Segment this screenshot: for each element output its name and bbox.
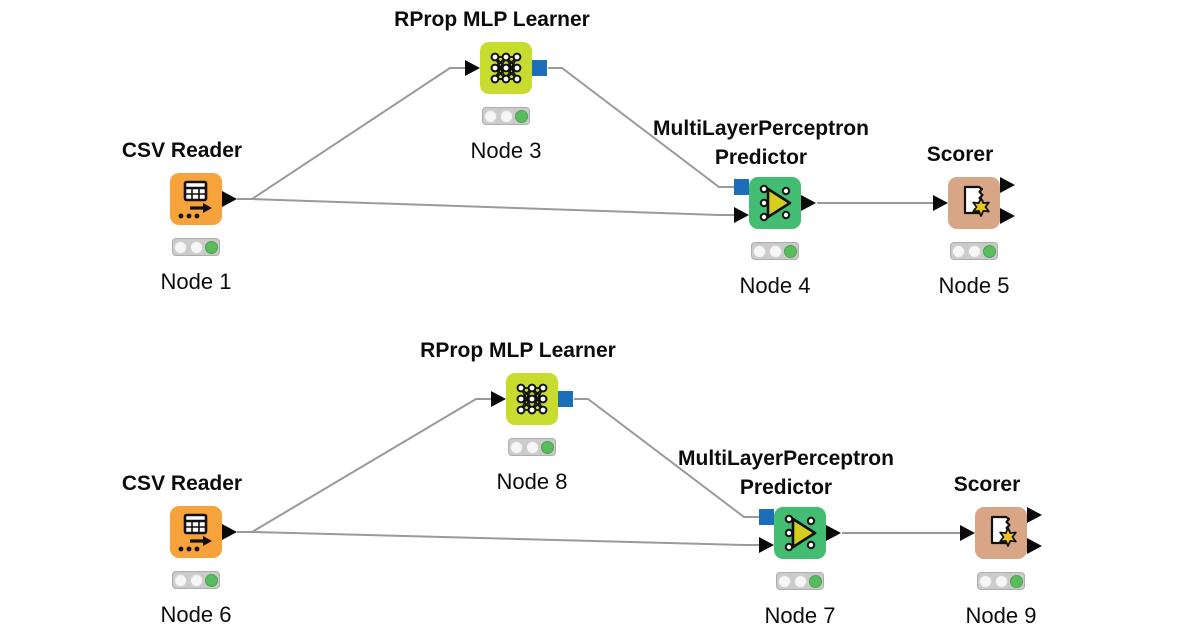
neural-network-icon	[516, 383, 548, 415]
input-port-data[interactable]	[960, 525, 975, 541]
status-light-red	[753, 244, 766, 258]
predictor-node-body[interactable]	[749, 177, 801, 229]
csv-reader-node-body[interactable]	[170, 173, 222, 225]
output-port-data-2[interactable]	[1000, 208, 1015, 224]
status-traffic-light	[482, 107, 530, 125]
status-light-green	[205, 573, 218, 587]
status-light-yellow	[967, 244, 981, 258]
scorer-node-body[interactable]	[948, 177, 1000, 229]
input-port-data[interactable]	[491, 391, 506, 407]
csv-table-icon	[178, 180, 212, 219]
node-title: Scorer	[926, 143, 994, 166]
output-port-data[interactable]	[801, 195, 816, 211]
scorer-document-star-icon	[990, 515, 1017, 547]
node-label: Node 9	[965, 603, 1037, 628]
output-port-data[interactable]	[826, 525, 841, 541]
node-rprop-mlp-learner-8[interactable]: RProp MLP Learner	[420, 340, 616, 494]
node-label: Node 3	[470, 138, 542, 163]
connection-node6-node7[interactable]	[237, 531, 759, 546]
status-light-red	[979, 574, 992, 588]
status-traffic-light	[950, 242, 998, 260]
status-light-red	[174, 573, 187, 587]
node-mlp-predictor-4[interactable]: MultiLayerPerceptron Predictor Node 4	[653, 117, 869, 297]
csv-reader-node-body[interactable]	[170, 506, 222, 558]
input-port-data[interactable]	[759, 537, 774, 553]
input-port-data[interactable]	[734, 207, 749, 223]
status-traffic-light	[977, 572, 1025, 590]
status-traffic-light	[172, 238, 220, 256]
input-port-data[interactable]	[933, 195, 948, 211]
status-light-red	[174, 240, 187, 254]
connection-node1-node4[interactable]	[237, 198, 734, 216]
status-traffic-light	[508, 438, 556, 456]
status-light-red	[778, 574, 791, 588]
status-light-red	[952, 244, 965, 258]
input-port-model[interactable]	[734, 179, 749, 195]
status-light-green	[205, 240, 218, 254]
status-light-yellow	[525, 440, 539, 454]
output-port-model[interactable]	[532, 60, 547, 76]
node-title: RProp MLP Learner	[394, 8, 590, 31]
connection-node6-node8[interactable]	[237, 398, 491, 533]
status-light-green	[983, 244, 996, 258]
predictor-node-body[interactable]	[774, 507, 826, 559]
node-label: Node 4	[739, 273, 811, 298]
node-title: MultiLayerPerceptron Predictor	[678, 447, 894, 499]
status-light-yellow	[499, 109, 513, 123]
status-light-yellow	[189, 573, 203, 587]
status-traffic-light	[172, 571, 220, 589]
node-label: Node 6	[160, 602, 232, 627]
status-light-green	[541, 440, 554, 454]
node-mlp-predictor-7[interactable]: MultiLayerPerceptron Predictor Node 7	[678, 447, 894, 627]
status-light-green	[809, 574, 822, 588]
output-port-data[interactable]	[222, 524, 237, 540]
status-light-yellow	[994, 574, 1008, 588]
status-light-red	[484, 109, 497, 123]
node-title: Scorer	[953, 473, 1021, 496]
output-port-data-1[interactable]	[1000, 177, 1015, 193]
node-csv-reader-1[interactable]: CSV Reader Node 1	[122, 140, 242, 294]
status-light-green	[515, 109, 528, 123]
status-light-yellow	[189, 240, 203, 254]
node-label: Node 5	[938, 273, 1010, 298]
status-light-yellow	[793, 574, 807, 588]
status-traffic-light	[751, 242, 799, 260]
csv-table-icon	[178, 513, 212, 552]
input-port-model[interactable]	[759, 509, 774, 525]
node-label: Node 1	[160, 269, 232, 294]
output-port-data[interactable]	[222, 191, 237, 207]
connection-node3-node4[interactable]	[548, 67, 734, 188]
connection-node1-node3[interactable]	[237, 67, 465, 200]
input-port-data[interactable]	[465, 60, 480, 76]
status-light-red	[510, 440, 523, 454]
node-label: Node 7	[764, 603, 836, 628]
output-port-data-2[interactable]	[1027, 538, 1042, 554]
node-title: CSV Reader	[121, 139, 243, 162]
output-port-model[interactable]	[558, 391, 573, 407]
node-title: MultiLayerPerceptron Predictor	[653, 117, 869, 169]
output-port-data-1[interactable]	[1027, 507, 1042, 523]
node-title: CSV Reader	[121, 472, 243, 495]
node-rprop-mlp-learner-3[interactable]: RProp MLP Learner	[394, 9, 590, 163]
status-light-green	[1010, 574, 1023, 588]
status-light-yellow	[768, 244, 782, 258]
node-scorer-9[interactable]: Scorer Node 9	[954, 474, 1042, 627]
scorer-document-star-icon	[963, 185, 990, 217]
node-scorer-5[interactable]: Scorer Node 5	[927, 144, 1015, 297]
learner-node-body[interactable]	[480, 42, 532, 94]
scorer-node-body[interactable]	[975, 507, 1027, 559]
node-label: Node 8	[496, 469, 568, 494]
learner-node-body[interactable]	[506, 373, 558, 425]
node-csv-reader-6[interactable]: CSV Reader Node 6	[122, 473, 242, 627]
predictor-icon	[784, 514, 817, 552]
predictor-icon	[759, 184, 792, 222]
status-traffic-light	[776, 572, 824, 590]
status-light-green	[784, 244, 797, 258]
node-title: RProp MLP Learner	[420, 339, 616, 362]
connection-node8-node7[interactable]	[574, 398, 759, 518]
neural-network-icon	[490, 52, 522, 84]
